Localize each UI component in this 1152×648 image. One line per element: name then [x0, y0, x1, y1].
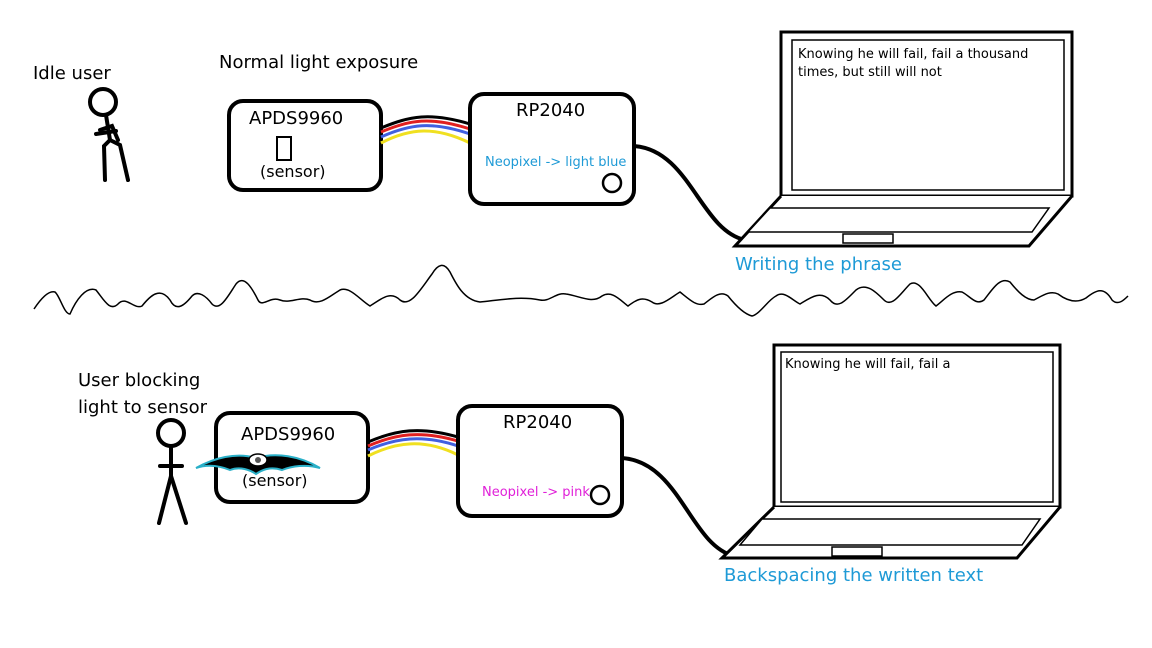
sensor-box-top — [227, 99, 383, 192]
idle-user-figure — [88, 87, 130, 182]
usb-cable-top — [633, 144, 746, 242]
mcu-box-bottom — [456, 404, 624, 518]
normal-light-label: Normal light exposure — [219, 52, 419, 73]
sensor-chip-icon — [276, 136, 292, 161]
neopixel-led-bottom — [589, 484, 611, 506]
hand-blocking-icon — [195, 453, 321, 476]
sensor-name-top: APDS9960 — [249, 108, 344, 129]
mcu-box-top — [468, 92, 636, 206]
blocking-user-label-2: light to sensor — [78, 397, 208, 418]
blocking-user-figure — [156, 418, 188, 525]
neopixel-text-bottom: Neopixel -> pink — [482, 485, 590, 500]
caption-bottom: Backspacing the written text — [724, 565, 984, 586]
wire-bundle-top — [380, 115, 471, 145]
idle-user-label: Idle user — [33, 63, 111, 84]
sensor-sub-bottom: (sensor) — [242, 471, 308, 490]
mcu-name-top: RP2040 — [516, 100, 586, 121]
divider-squiggle — [33, 264, 1129, 317]
wire-bundle-bottom — [367, 429, 459, 458]
screen-text-bottom: Knowing he will fail, fail a — [785, 357, 951, 372]
laptop-top — [731, 30, 1074, 248]
sensor-name-bottom: APDS9960 — [241, 424, 336, 445]
caption-top: Writing the phrase — [735, 254, 902, 275]
usb-cable-bottom — [621, 456, 735, 558]
neopixel-text-top: Neopixel -> light blue — [485, 155, 627, 170]
blocking-user-label-1: User blocking — [78, 370, 201, 391]
screen-text-top: Knowing he will fail, fail a thousand ti… — [798, 47, 1029, 80]
neopixel-led-top — [601, 172, 623, 194]
sensor-sub-top: (sensor) — [260, 162, 326, 181]
mcu-name-bottom: RP2040 — [503, 412, 573, 433]
laptop-bottom — [718, 343, 1062, 560]
